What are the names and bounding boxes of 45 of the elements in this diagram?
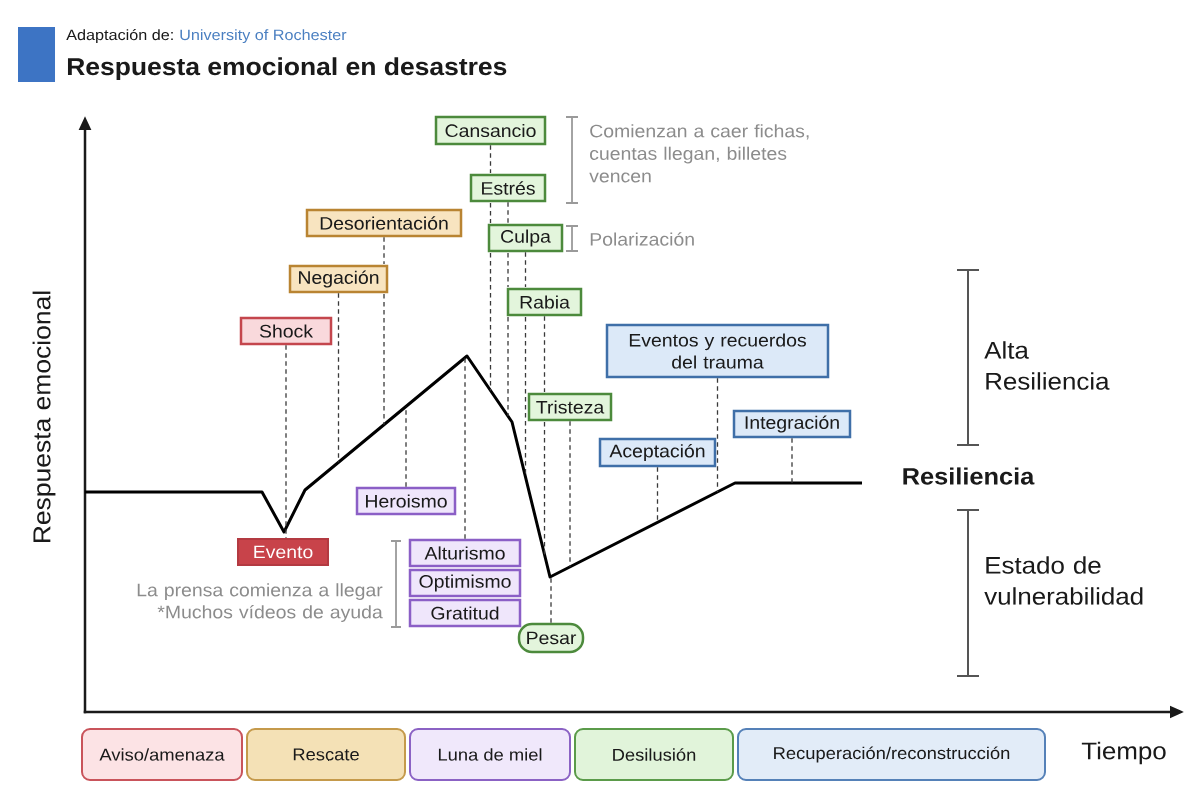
leader-line — [791, 437, 793, 484]
phase-box: Aviso/amenaza — [81, 728, 243, 781]
phase-box: Luna de miel — [409, 728, 571, 781]
emotion-box: Shock — [239, 316, 333, 346]
note-text: La prensa comienza a llegar *Muchos vídeos de ayuda — [137, 583, 383, 622]
emotion-pill: Pesar — [517, 622, 585, 654]
emotion-box: Integración — [732, 409, 852, 439]
title: Respuesta emocional en desastres — [68, 57, 507, 81]
emotion-box: Negación — [288, 264, 389, 294]
leader-line — [285, 344, 287, 539]
axis-label: Tiempo — [1081, 741, 1166, 765]
phase-box: Recuperación/reconstrucción — [737, 728, 1046, 781]
leader-line — [569, 420, 571, 568]
leader-line — [405, 405, 407, 488]
leader-line — [383, 236, 385, 426]
phase-box: Rescate — [246, 728, 406, 781]
range-label: Estado de vulnerabilidad — [984, 556, 1143, 605]
emotion-box: Heroismo — [355, 486, 457, 516]
emotion-box: Estrés — [469, 173, 547, 203]
leader-line — [543, 315, 546, 556]
emotion-box: Tristeza — [527, 392, 613, 422]
emotion-box: Aceptación — [598, 437, 717, 468]
event-box: Evento — [237, 538, 329, 566]
note-text: Polarización — [590, 232, 694, 246]
emotion-box: Alturismo — [408, 538, 522, 568]
leader-line — [337, 292, 340, 463]
note-text: Comienzan a caer fichas, cuentas llegan, billetes vencen — [589, 124, 809, 183]
leader-line — [716, 377, 719, 493]
leader-line — [550, 575, 552, 624]
emotion-box: Cansancio — [434, 115, 547, 146]
leader-line — [507, 201, 509, 417]
emotion-box: Eventos y recuerdos del trauma — [605, 323, 830, 379]
emotion-box: Optimismo — [408, 568, 522, 598]
leader-line — [464, 357, 466, 540]
leader-line — [489, 144, 492, 392]
emotion-box: Gratitud — [408, 598, 522, 628]
phase-box: Desilusión — [574, 728, 734, 781]
range-label: Alta Resiliencia — [984, 341, 1110, 390]
emotion-box: Rabia — [506, 287, 583, 317]
level-label: Resiliencia — [903, 467, 1035, 485]
source-label: Adaptación de: — [66, 28, 173, 44]
emotion-box: Culpa — [487, 223, 564, 253]
axis-label: Respuesta emocional — [32, 291, 56, 543]
emotion-box: Desorientación — [305, 208, 463, 238]
source-link: University of Rochester — [180, 29, 347, 44]
